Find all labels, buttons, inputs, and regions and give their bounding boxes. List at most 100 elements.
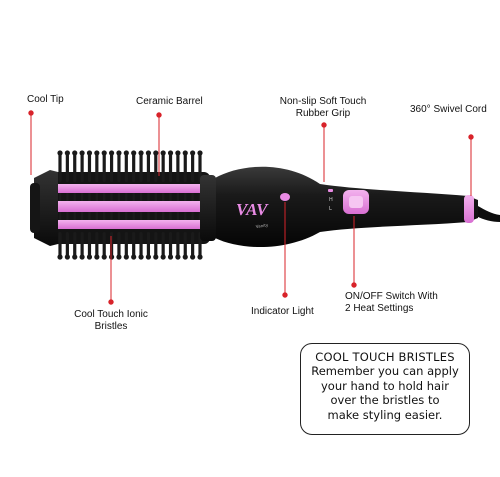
cord-collar [464, 195, 474, 223]
bristle-tip [108, 150, 115, 156]
label-bristles-line1: Cool Touch Ionic [74, 309, 148, 320]
bristle-mid [88, 193, 91, 201]
bristle [154, 232, 158, 258]
bristle-tip [64, 254, 70, 260]
bristle-tip [94, 150, 100, 156]
note-line: over the bristles to [330, 393, 440, 407]
label-indicator-light: Indicator Light [251, 306, 314, 317]
label-ceramic-barrel: Ceramic Barrel [136, 96, 203, 107]
bristle [198, 152, 202, 182]
switch-mark-h: H [329, 197, 333, 203]
bristle [191, 232, 195, 258]
bristle-mid [154, 212, 157, 220]
bristle-mid [169, 212, 172, 220]
bristle [146, 232, 151, 258]
bristle-mid [66, 212, 69, 220]
barrel-collar [200, 175, 216, 241]
label-bristles: Cool Touch Ionic Bristles [55, 309, 167, 333]
note-body: Remember you can apply your hand to hold… [307, 364, 463, 422]
bristle-mid [132, 193, 135, 201]
bristle [139, 232, 143, 258]
bristle-tip [131, 150, 137, 156]
bristle-tip [116, 254, 122, 260]
bristle-mid [73, 212, 76, 220]
barrel-band-mid [50, 201, 208, 212]
bristle [124, 152, 128, 182]
bristle-mid [110, 212, 113, 220]
bristle [168, 152, 173, 182]
bristle-tip [131, 254, 137, 260]
label-grip-line2: Rubber Grip [295, 108, 351, 119]
barrel-band-bottom [50, 220, 208, 229]
bristle [73, 152, 77, 182]
label-switch: ON/OFF Switch With 2 Heat Settings [345, 291, 438, 315]
switch-mark-l: L [329, 206, 332, 212]
bristle-mid [103, 212, 106, 220]
bristle-tip [175, 150, 181, 156]
bristle [80, 232, 84, 258]
bristle [132, 232, 136, 258]
bristle-mid [73, 193, 76, 201]
bristle-tip [64, 150, 70, 156]
bristle [124, 232, 128, 258]
bristle-tip [123, 254, 129, 260]
indicator-light [280, 193, 290, 201]
bristle-tip [94, 254, 100, 260]
bristle-tip [72, 150, 78, 156]
bristle [109, 232, 114, 258]
bristle [183, 232, 187, 258]
brand-text: Vanity [255, 222, 269, 229]
bristle-tip [160, 254, 166, 260]
bristle-mid [117, 212, 121, 220]
bristle-tip [182, 150, 188, 156]
bristle-tip [108, 254, 115, 260]
bristle-tip [86, 254, 93, 260]
bristle-mid [58, 193, 62, 201]
bristle [176, 152, 180, 182]
note-line: make styling easier. [327, 407, 443, 422]
bristle-mid [125, 212, 128, 220]
bristle [191, 152, 195, 182]
bristle [80, 152, 84, 182]
bristle [117, 232, 121, 258]
bristle-mid [80, 212, 84, 220]
bristle [132, 152, 136, 182]
bristle-mid [139, 212, 143, 220]
bristle [161, 232, 165, 258]
bristle-mid [88, 212, 91, 220]
bristle-tip [153, 150, 159, 156]
bristle [95, 232, 99, 258]
bristle [73, 232, 77, 258]
note-line: your hand to hold hair [320, 378, 450, 393]
bristle-tip [197, 150, 203, 156]
bristle-mid [66, 193, 69, 201]
bristle [58, 232, 62, 258]
bristle-tip [145, 150, 152, 156]
bristle [154, 152, 158, 182]
bristle-tip [123, 150, 129, 156]
bristle-mid [184, 193, 187, 201]
bristle-mid [58, 212, 62, 220]
label-grip-line1: Non-slip Soft Touch [279, 96, 367, 107]
bristle-tip [57, 254, 63, 260]
bristle [139, 152, 143, 182]
barrel-band-top [50, 184, 208, 193]
bristle-mid [95, 212, 99, 220]
note-line: Remember you can apply [311, 364, 459, 378]
bristle-mid [139, 193, 143, 201]
bristle-mid [125, 193, 128, 201]
bristle [102, 232, 106, 258]
bristle [65, 152, 69, 182]
bristle-mid [117, 193, 121, 201]
handle [205, 166, 478, 248]
bristle-mid [191, 193, 194, 201]
bristle [87, 232, 92, 258]
bristle-tip [167, 150, 174, 156]
bristle-tip [153, 254, 159, 260]
bristle-tip [72, 254, 78, 260]
bristle-mid [110, 193, 113, 201]
label-cool-tip: Cool Tip [27, 94, 64, 105]
bristle-tip [57, 150, 63, 156]
bristle [102, 152, 106, 182]
